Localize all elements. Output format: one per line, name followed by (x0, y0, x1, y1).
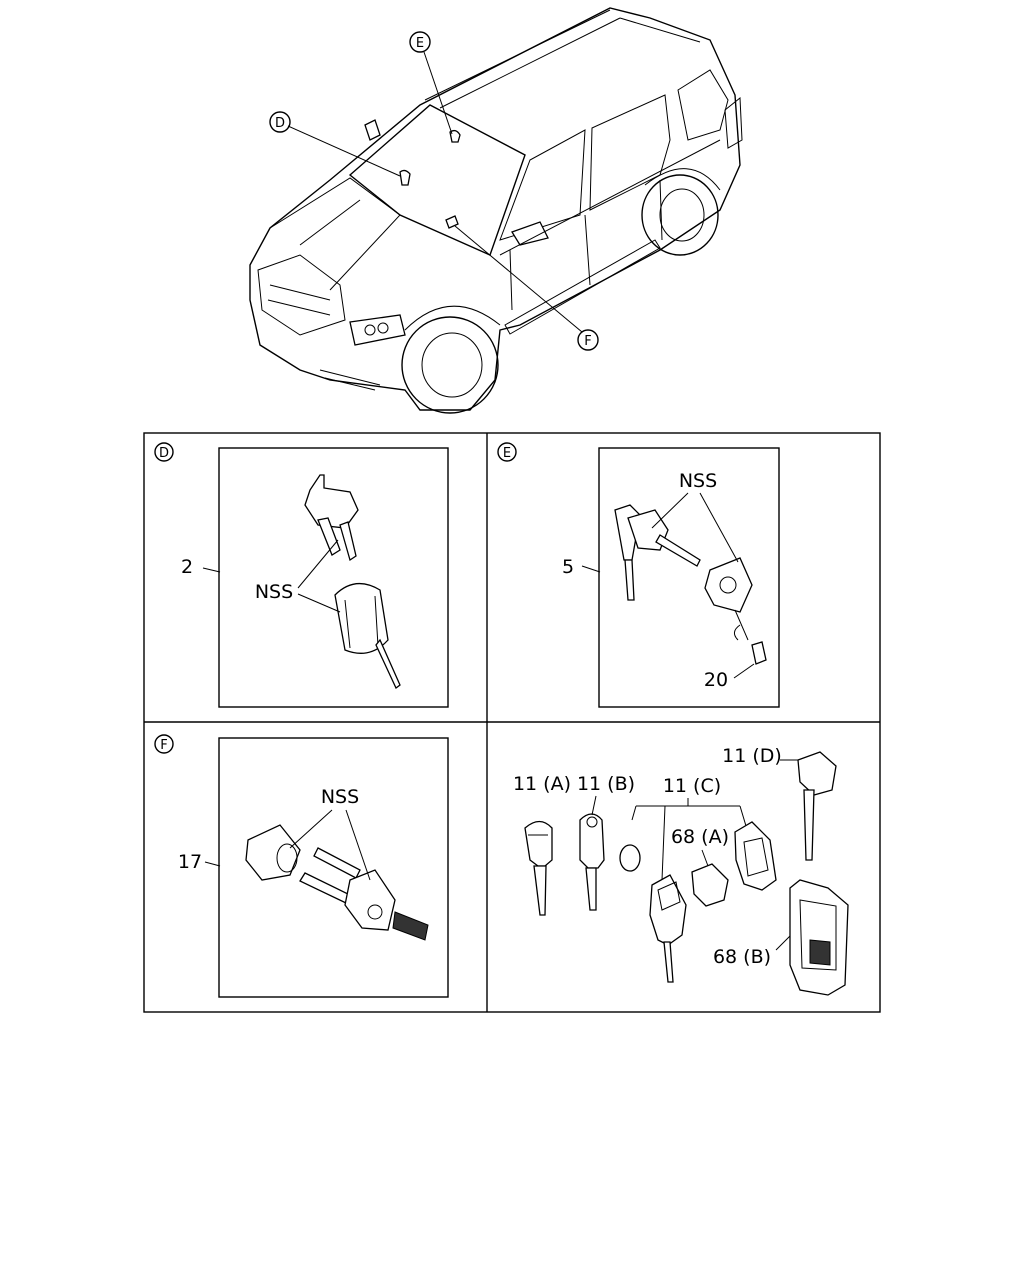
label-68a: 68 (A) (671, 826, 729, 848)
panel-keys: 11 (A) 11 (B) 11 (C) 68 (A) 11 (D) (513, 745, 849, 996)
vehicle-illustration (249, 7, 743, 414)
callout-leaders (287, 51, 583, 333)
panel-d-label: D (159, 446, 169, 461)
panel-d: D 2 NSS (154, 442, 449, 708)
panel-f-label: F (160, 738, 167, 753)
nss-label-f: NSS (321, 786, 359, 808)
label-11b: 11 (B) (577, 773, 635, 795)
callout-e: E (409, 31, 431, 53)
part-number-17: 17 (178, 851, 202, 873)
key-11a-icon (524, 820, 553, 867)
svg-text:E: E (416, 36, 424, 51)
svg-text:D: D (275, 116, 285, 131)
part-number-2: 2 (181, 556, 193, 578)
panel-f: F 17 NSS (154, 734, 449, 998)
label-11d: 11 (D) (722, 745, 782, 767)
svg-text:F: F (584, 334, 591, 349)
shell-68a-icon (691, 863, 729, 907)
key-case-icon (734, 821, 777, 891)
shell-68b-icon (789, 879, 849, 996)
detail-grid (143, 432, 881, 1013)
nss-label-d: NSS (255, 581, 293, 603)
key-11b-icon (579, 813, 605, 869)
callout-d: D (269, 111, 291, 133)
panel-e-label: E (503, 446, 511, 461)
label-68b: 68 (B) (713, 946, 771, 968)
panel-e: E 5 NSS 20 (497, 442, 780, 708)
key-icon (304, 474, 359, 529)
label-11c: 11 (C) (663, 775, 721, 797)
trunk-cylinder-icon (245, 824, 301, 881)
nss-label-e: NSS (679, 470, 717, 492)
callout-f: F (577, 329, 599, 351)
key-icon (344, 869, 396, 931)
label-11a: 11 (A) (513, 773, 571, 795)
key-11d-icon (797, 751, 837, 796)
battery-icon (619, 844, 641, 872)
door-lock-icon (704, 557, 753, 613)
part-number-20: 20 (704, 669, 728, 691)
part-number-5: 5 (562, 556, 574, 578)
